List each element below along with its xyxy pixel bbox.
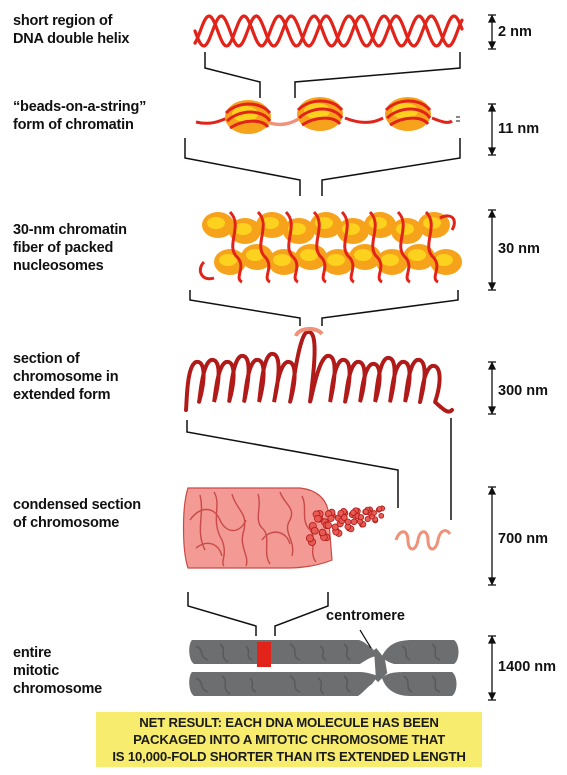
dimension-markers bbox=[488, 15, 496, 700]
mitotic-chromosome bbox=[189, 630, 458, 696]
net-result-box: NET RESULT: EACH DNA MOLECULE HAS BEEN P… bbox=[96, 712, 482, 767]
beads-on-string bbox=[196, 97, 460, 134]
extended-chromosome-section bbox=[186, 329, 452, 412]
net-result-line-2: PACKAGED INTO A MITOTIC CHROMOSOME THAT bbox=[96, 731, 482, 748]
fiber-nucleosome bbox=[391, 218, 423, 244]
centromere-red-mark bbox=[257, 642, 271, 667]
fiber-nucleosome bbox=[202, 212, 234, 238]
connector-lines-3 bbox=[190, 290, 458, 326]
connector-lines-2 bbox=[185, 138, 460, 196]
nucleosome-bead bbox=[385, 97, 431, 131]
centromere-label: centromere bbox=[326, 608, 405, 624]
fiber-nucleosome bbox=[337, 218, 369, 244]
net-result-line-1: NET RESULT: EACH DNA MOLECULE HAS BEEN bbox=[96, 714, 482, 731]
net-result-line-3: IS 10,000-FOLD SHORTER THAN ITS EXTENDED… bbox=[96, 748, 482, 765]
fiber-nucleosome bbox=[322, 249, 354, 275]
30nm-chromatin-fiber bbox=[200, 212, 462, 282]
condensed-chromosome-section bbox=[184, 488, 451, 568]
connector-lines-1 bbox=[205, 52, 460, 98]
fiber-nucleosome bbox=[310, 212, 342, 238]
fiber-nucleosome bbox=[364, 212, 396, 238]
connector-lines-5 bbox=[188, 592, 328, 636]
nucleosome-bead bbox=[297, 97, 343, 131]
dna-double-helix bbox=[195, 16, 462, 46]
nucleosome-bead bbox=[225, 100, 271, 134]
fiber-end bbox=[200, 262, 214, 279]
